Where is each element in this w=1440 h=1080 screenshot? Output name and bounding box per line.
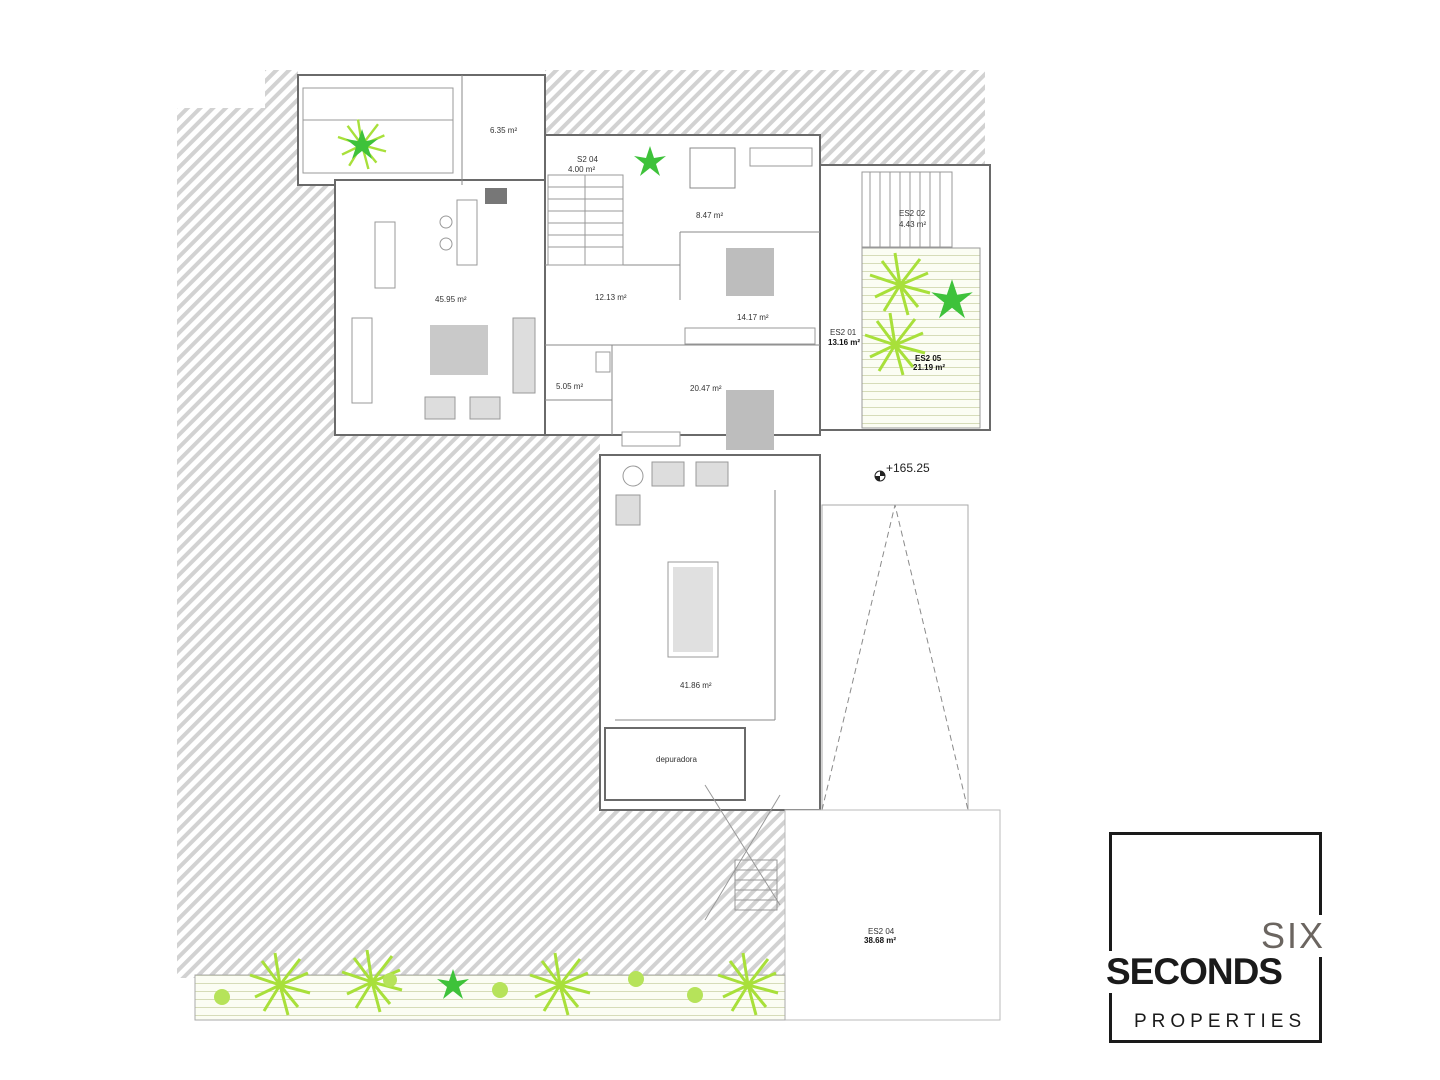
label-terrace4-area: 38.68 m² xyxy=(864,936,896,945)
logo-properties: PROPERTIES xyxy=(1134,1011,1307,1032)
logo-seconds: SECONDS xyxy=(1104,951,1284,993)
label-stair2-code: ES2 02 xyxy=(899,209,926,218)
label-stair-code: S2 04 xyxy=(577,155,598,164)
label-terrace4-code: ES2 04 xyxy=(868,927,895,936)
label-terrace1-area: 13.16 m² xyxy=(828,338,860,347)
label-terrace5-code: ES2 05 xyxy=(915,354,942,363)
logo-six: SIX xyxy=(1256,915,1325,957)
label-hall: 8.47 m² xyxy=(696,211,723,220)
label-bedroom1: 14.17 m² xyxy=(737,313,769,322)
label-living: 45.95 m² xyxy=(435,295,467,304)
label-stair2-area: 4.43 m² xyxy=(899,220,926,229)
label-corridor: 12.13 m² xyxy=(595,293,627,302)
level-mark-text: +165.25 xyxy=(886,461,930,475)
walls xyxy=(194,74,1001,1021)
six-seconds-logo: SIX SECONDS PROPERTIES xyxy=(1104,832,1325,1043)
label-storage: 6.35 m² xyxy=(490,126,517,135)
label-terrace5-area: 21.19 m² xyxy=(913,363,945,372)
label-bedroom2: 20.47 m² xyxy=(690,384,722,393)
label-terrace1-code: ES2 01 xyxy=(830,328,857,337)
label-bathroom: 5.05 m² xyxy=(556,382,583,391)
label-games: 41.86 m² xyxy=(680,681,712,690)
room-labels: 6.35 m² S2 04 4.00 m² 8.47 m² 45.95 m² 1… xyxy=(435,126,945,945)
label-stair-area: 4.00 m² xyxy=(568,165,595,174)
label-plant-room: depuradora xyxy=(656,755,697,764)
level-marker: +165.25 xyxy=(874,461,930,482)
